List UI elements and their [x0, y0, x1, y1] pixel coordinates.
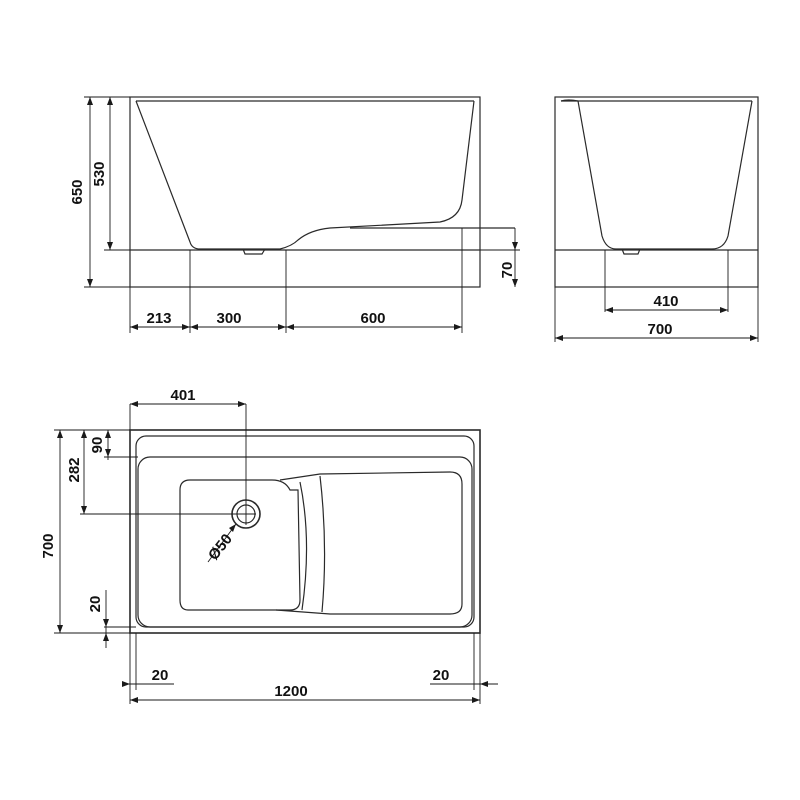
dim-700-top-label: 700 — [40, 533, 57, 558]
arrow — [512, 242, 518, 250]
arrow — [750, 335, 758, 341]
arrow — [81, 430, 87, 438]
top-view-footwell — [179, 479, 301, 611]
arrow — [103, 619, 109, 627]
end-view-inner-profile — [577, 100, 753, 250]
top-view-basin — [137, 456, 473, 628]
dim-20-right-label: 20 — [433, 667, 450, 684]
arrow — [720, 307, 728, 313]
arrow — [229, 524, 236, 532]
dim-282-label: 282 — [66, 457, 83, 482]
end-view-outline — [554, 96, 759, 288]
arrow — [57, 430, 63, 438]
dim-diameter-label: Ø50 — [205, 531, 236, 564]
arrow — [472, 697, 480, 703]
top-view: 401 Ø50 700 282 90 20 20 — [40, 387, 498, 704]
arrow — [555, 335, 563, 341]
top-view-seat-area — [275, 471, 463, 615]
dim-70-label: 70 — [499, 262, 516, 279]
arrow — [87, 279, 93, 287]
dim-700-end-label: 700 — [647, 321, 672, 338]
dim-20-left-label: 20 — [152, 667, 169, 684]
arrow — [190, 324, 198, 330]
side-view-drain — [242, 248, 266, 255]
end-view-rim-lip — [560, 99, 579, 102]
arrow — [103, 633, 109, 641]
arrow — [512, 279, 518, 287]
side-view: 650 530 70 213 300 600 — [69, 96, 520, 333]
dim-650-label: 650 — [69, 179, 86, 204]
dim-410-label: 410 — [653, 293, 678, 310]
arrow — [107, 97, 113, 105]
top-view-rim — [135, 435, 475, 628]
arrow — [57, 625, 63, 633]
end-view-drain — [621, 248, 641, 255]
dim-213-label: 213 — [146, 310, 171, 327]
arrow — [480, 681, 488, 687]
arrow — [130, 401, 138, 407]
top-view-step-line — [299, 481, 308, 611]
arrow — [182, 324, 190, 330]
arrow — [87, 97, 93, 105]
dim-300-label: 300 — [216, 310, 241, 327]
dim-600-label: 600 — [360, 310, 385, 327]
arrow — [105, 449, 111, 457]
dim-1200-label: 1200 — [274, 683, 307, 700]
dim-401-label: 401 — [170, 387, 195, 404]
side-view-inner-profile — [135, 100, 475, 250]
arrow — [130, 697, 138, 703]
arrow — [130, 324, 138, 330]
end-view: 410 700 — [554, 96, 759, 342]
arrow — [122, 681, 130, 687]
arrow — [105, 430, 111, 438]
dim-90-label: 90 — [89, 437, 106, 454]
top-view-outline — [129, 429, 481, 634]
arrow — [605, 307, 613, 313]
arrow — [238, 401, 246, 407]
arrow — [81, 506, 87, 514]
arrow — [286, 324, 294, 330]
dim-20-bottom-label: 20 — [87, 596, 104, 613]
dim-530-label: 530 — [91, 161, 108, 186]
side-view-outline — [129, 96, 481, 288]
top-view-step-line-2 — [319, 475, 326, 613]
arrow — [454, 324, 462, 330]
arrow — [107, 242, 113, 250]
arrow — [278, 324, 286, 330]
